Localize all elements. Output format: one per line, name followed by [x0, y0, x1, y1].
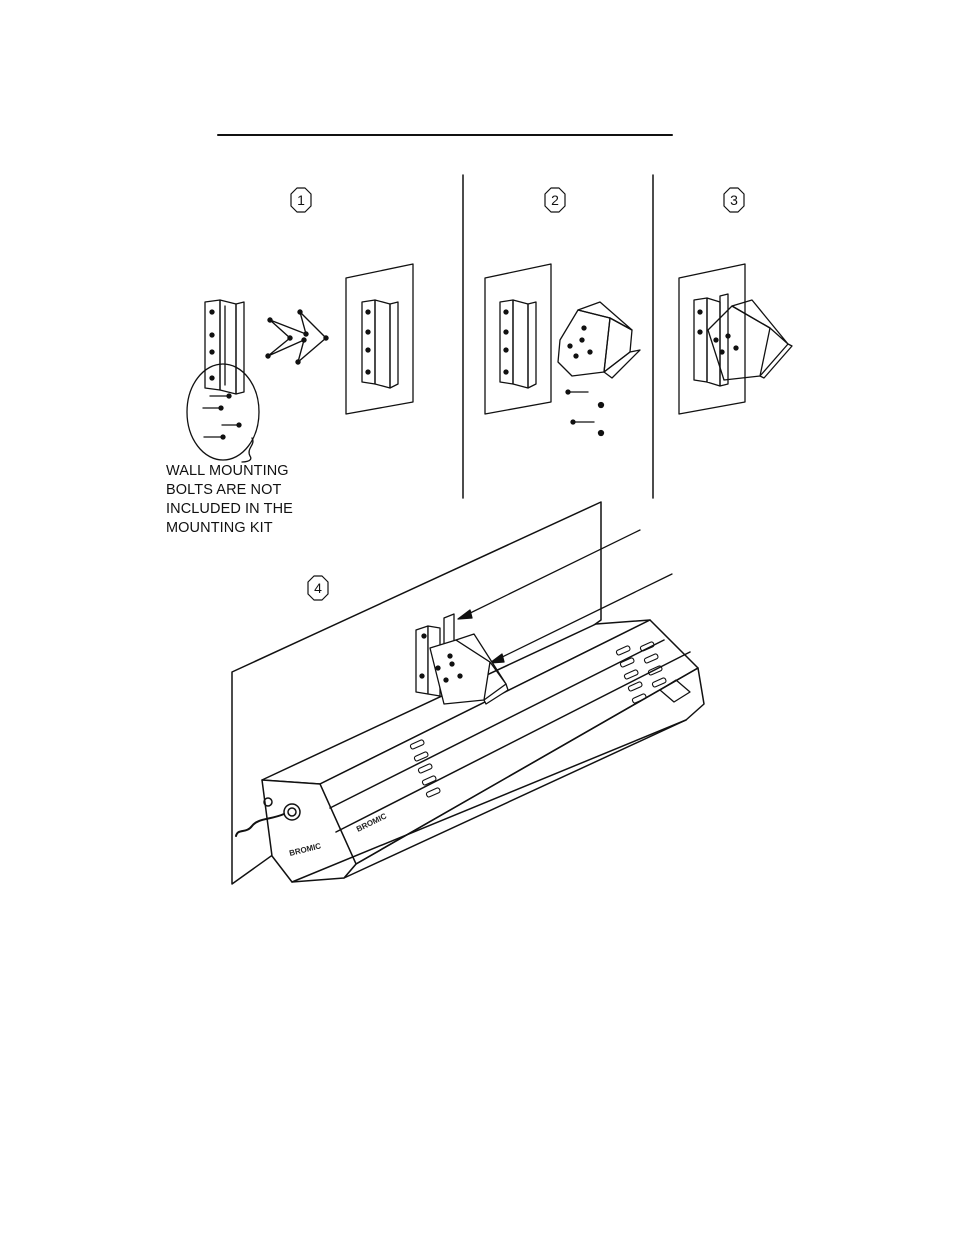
heater-bracket-loose [557, 301, 641, 379]
wall-panel-step-3 [678, 263, 746, 415]
bracket-mounted-step-2 [499, 299, 537, 389]
step-1-number: 1 [297, 192, 305, 208]
bracket-loose [204, 299, 245, 395]
guide-arrows [457, 529, 673, 664]
wall-panel-step-1 [345, 263, 414, 415]
bolts-note-line-1: WALL MOUNTING [166, 463, 289, 479]
step-2-marker: 2 [544, 187, 566, 213]
power-cable [235, 813, 285, 837]
step-4-marker: 4 [307, 575, 329, 601]
step-3-number: 3 [730, 192, 738, 208]
end-screw [263, 797, 273, 807]
cable-gland [283, 803, 301, 821]
bolts-note-line-3: INCLUDED IN THE [166, 501, 293, 517]
step-4-number: 4 [314, 580, 322, 596]
bolts-note-line-2: BOLTS ARE NOT [166, 482, 282, 498]
bolts-and-nuts [565, 389, 605, 437]
vent-slots-right [615, 641, 667, 704]
heater-end-cap [261, 779, 357, 883]
step-2-octagon [544, 187, 566, 213]
step-1-octagon [290, 187, 312, 213]
step-1-marker: 1 [290, 187, 312, 213]
bracket-assembled-step-3 [693, 293, 793, 387]
vent-slots-left [409, 739, 441, 798]
step-3-octagon [723, 187, 745, 213]
control-box [659, 679, 691, 703]
step-2-number: 2 [551, 192, 559, 208]
wall-panel-step-2 [484, 263, 552, 415]
bracket-mounted-step-1 [361, 299, 399, 389]
arrow-right-icon [265, 309, 329, 365]
step-3-marker: 3 [723, 187, 745, 213]
bolts-note-line-4: MOUNTING KIT [166, 520, 273, 536]
wall-bolts-callout [186, 363, 260, 463]
step-4-octagon [307, 575, 329, 601]
bracket-on-heater [415, 613, 509, 705]
